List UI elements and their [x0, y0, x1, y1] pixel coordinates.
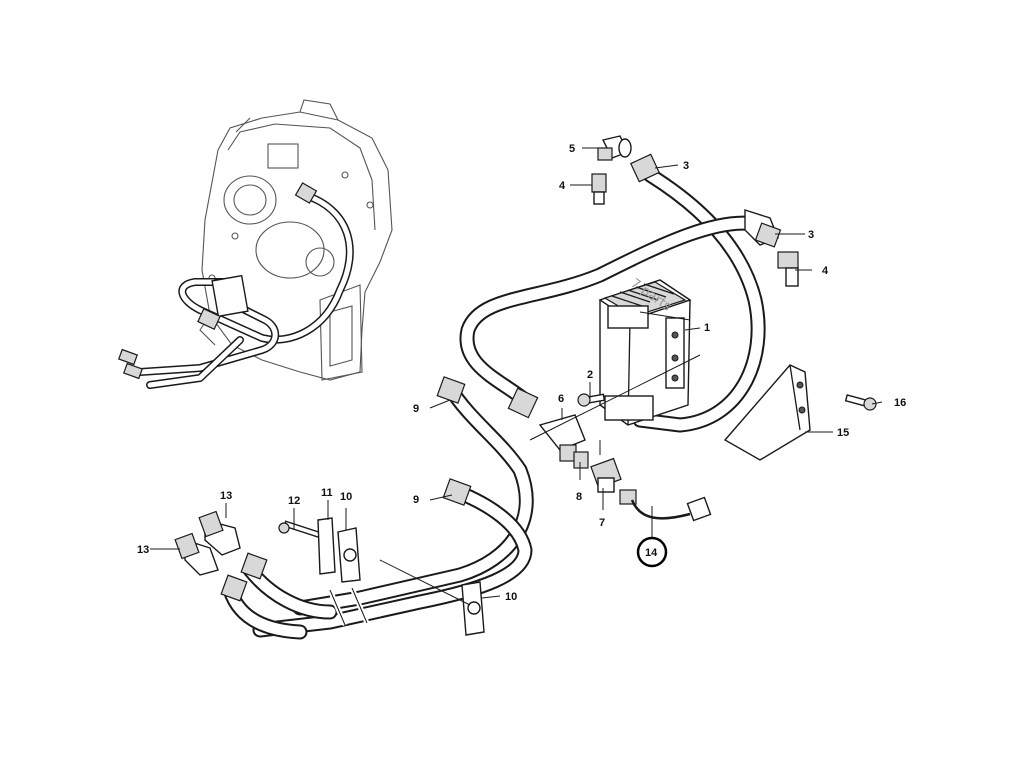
hose-nut-9-lower: [442, 478, 472, 506]
clamp-plate: [317, 517, 336, 575]
callout-10-lower: 10: [505, 591, 517, 603]
callout-7: 7: [599, 517, 605, 529]
housing-hoses: [118, 182, 354, 389]
hose-nut-right: [744, 209, 782, 248]
callout-13-upper: 13: [220, 490, 232, 502]
temperature-sensor: [619, 489, 712, 522]
cooler-fins: [611, 283, 675, 307]
clamp-half-upper: [337, 527, 361, 583]
elbow-fitting: [597, 135, 632, 161]
hose-fitting-13-upper: [198, 510, 268, 580]
mounting-bracket: [723, 364, 811, 461]
hose-nut-9-upper: [436, 376, 466, 404]
callout-14: 14: [645, 547, 658, 559]
oil-cooler: [598, 279, 692, 426]
callout-4-upper: 4: [559, 180, 566, 192]
callout-15: 15: [837, 427, 849, 439]
adapter-fitting-8: [573, 451, 589, 469]
callout-1: 1: [704, 322, 710, 334]
bolt: [577, 393, 606, 407]
hose-nut-upper: [630, 153, 660, 183]
callout-8: 8: [576, 491, 582, 503]
callout-9-lower: 9: [413, 494, 419, 506]
callout-3-upper: 3: [683, 160, 689, 172]
highlight-ring: [636, 536, 668, 568]
callout-6: 6: [558, 393, 564, 405]
clamp-half-lower: [461, 581, 485, 636]
nut-fitting-7: [590, 457, 622, 493]
main-hoses: [222, 167, 768, 640]
callout-3-right: 3: [808, 229, 814, 241]
callout-2: 2: [587, 369, 593, 381]
callout-16: 16: [894, 397, 906, 409]
tee-fitting: [507, 387, 586, 462]
callout-5: 5: [569, 143, 575, 155]
adapter-fitting-upper: [591, 173, 607, 205]
bracket-bolt: [844, 394, 877, 411]
callout-4-right: 4: [822, 265, 829, 277]
adapter-fitting-right: [777, 251, 799, 287]
callout-11: 11: [321, 487, 333, 499]
callout-12: 12: [288, 495, 300, 507]
callout-labels: 1 2 3 3 4 4 5 6 7 8 9 9 10 10 11 12 13 1…: [137, 143, 906, 603]
callout-9-upper: 9: [413, 403, 419, 415]
hose-fitting-13-lower: [174, 532, 248, 602]
callout-13-lower: 13: [137, 544, 149, 556]
leader-lines: [150, 147, 883, 606]
callout-10-upper: 10: [340, 491, 352, 503]
